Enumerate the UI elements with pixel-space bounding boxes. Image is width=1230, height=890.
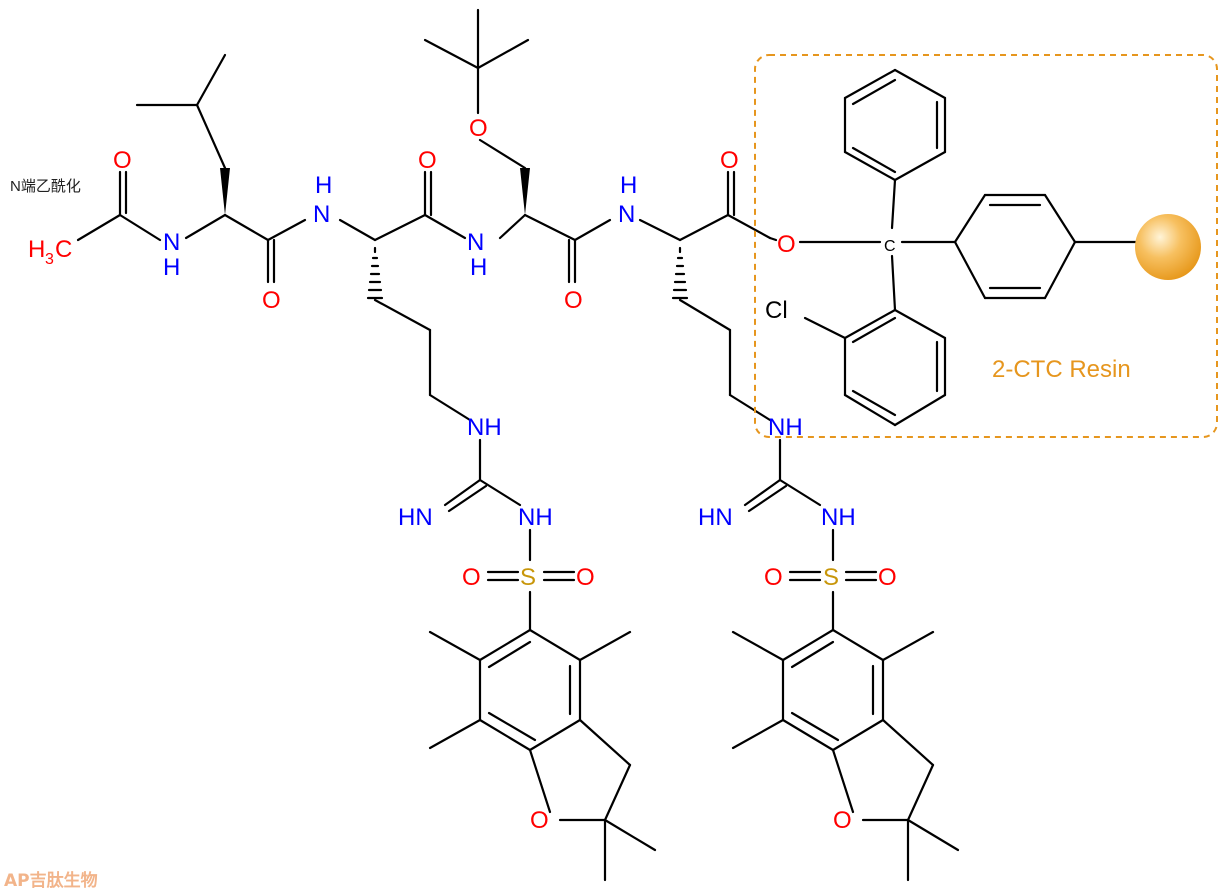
chlorine-atom: Cl [765, 297, 788, 324]
methyl-label-c: C [55, 236, 72, 263]
resin-highlight-box [754, 54, 1218, 438]
acetyl-oxygen: O [113, 147, 132, 174]
guanidine1-nh: NH [467, 414, 502, 441]
pbf2-ring-oxygen: O [833, 807, 852, 834]
ester-oxygen: O [777, 231, 796, 258]
arg2-amide-n: N [618, 201, 635, 228]
leu-amide-h: H [163, 254, 180, 281]
guanidine1-sulfonamide-nh: NH [518, 504, 553, 531]
company-logo: AP吉肽生物 [4, 870, 98, 890]
leu-carbonyl-oxygen: O [262, 287, 281, 314]
sulfur2: S [823, 564, 839, 591]
ser-amide-n: N [467, 229, 484, 256]
arg1-carbonyl-oxygen: O [418, 147, 437, 174]
methyl-label-subscript: 3 [45, 251, 54, 268]
n-terminal-annotation: N端乙酰化 [10, 178, 81, 195]
sulfonyl2-oxygen-left: O [764, 564, 783, 591]
pbf1-ring-oxygen: O [530, 807, 549, 834]
guanidine1-imine: HN [398, 504, 433, 531]
ser-amide-h: H [470, 254, 487, 281]
methyl-label-h: H [28, 236, 45, 263]
arg2-amide-h: H [620, 172, 637, 199]
sulfonyl1-oxygen-left: O [462, 564, 481, 591]
guanidine2-sulfonamide-nh: NH [821, 504, 856, 531]
ser-carbonyl-oxygen: O [564, 287, 583, 314]
sulfonyl1-oxygen-right: O [576, 564, 595, 591]
arg2-carbonyl-oxygen: O [720, 147, 739, 174]
sulfonyl2-oxygen-right: O [878, 564, 897, 591]
ser-ether-oxygen: O [469, 115, 488, 142]
atom-labels: H 3 C O N H O H N O N H O O H N O O C Cl… [28, 115, 897, 834]
leu-amide-n: N [163, 229, 180, 256]
stereo-bonds [220, 168, 689, 300]
resin-label: 2-CTC Resin [992, 356, 1131, 383]
resin-bead-icon [1135, 214, 1201, 280]
arg1-amide-n: N [313, 201, 330, 228]
sulfur1: S [520, 564, 536, 591]
bonds [76, 8, 1142, 882]
guanidine2-imine: HN [698, 504, 733, 531]
trityl-carbon: C [884, 238, 896, 255]
arg1-amide-h: H [315, 172, 332, 199]
